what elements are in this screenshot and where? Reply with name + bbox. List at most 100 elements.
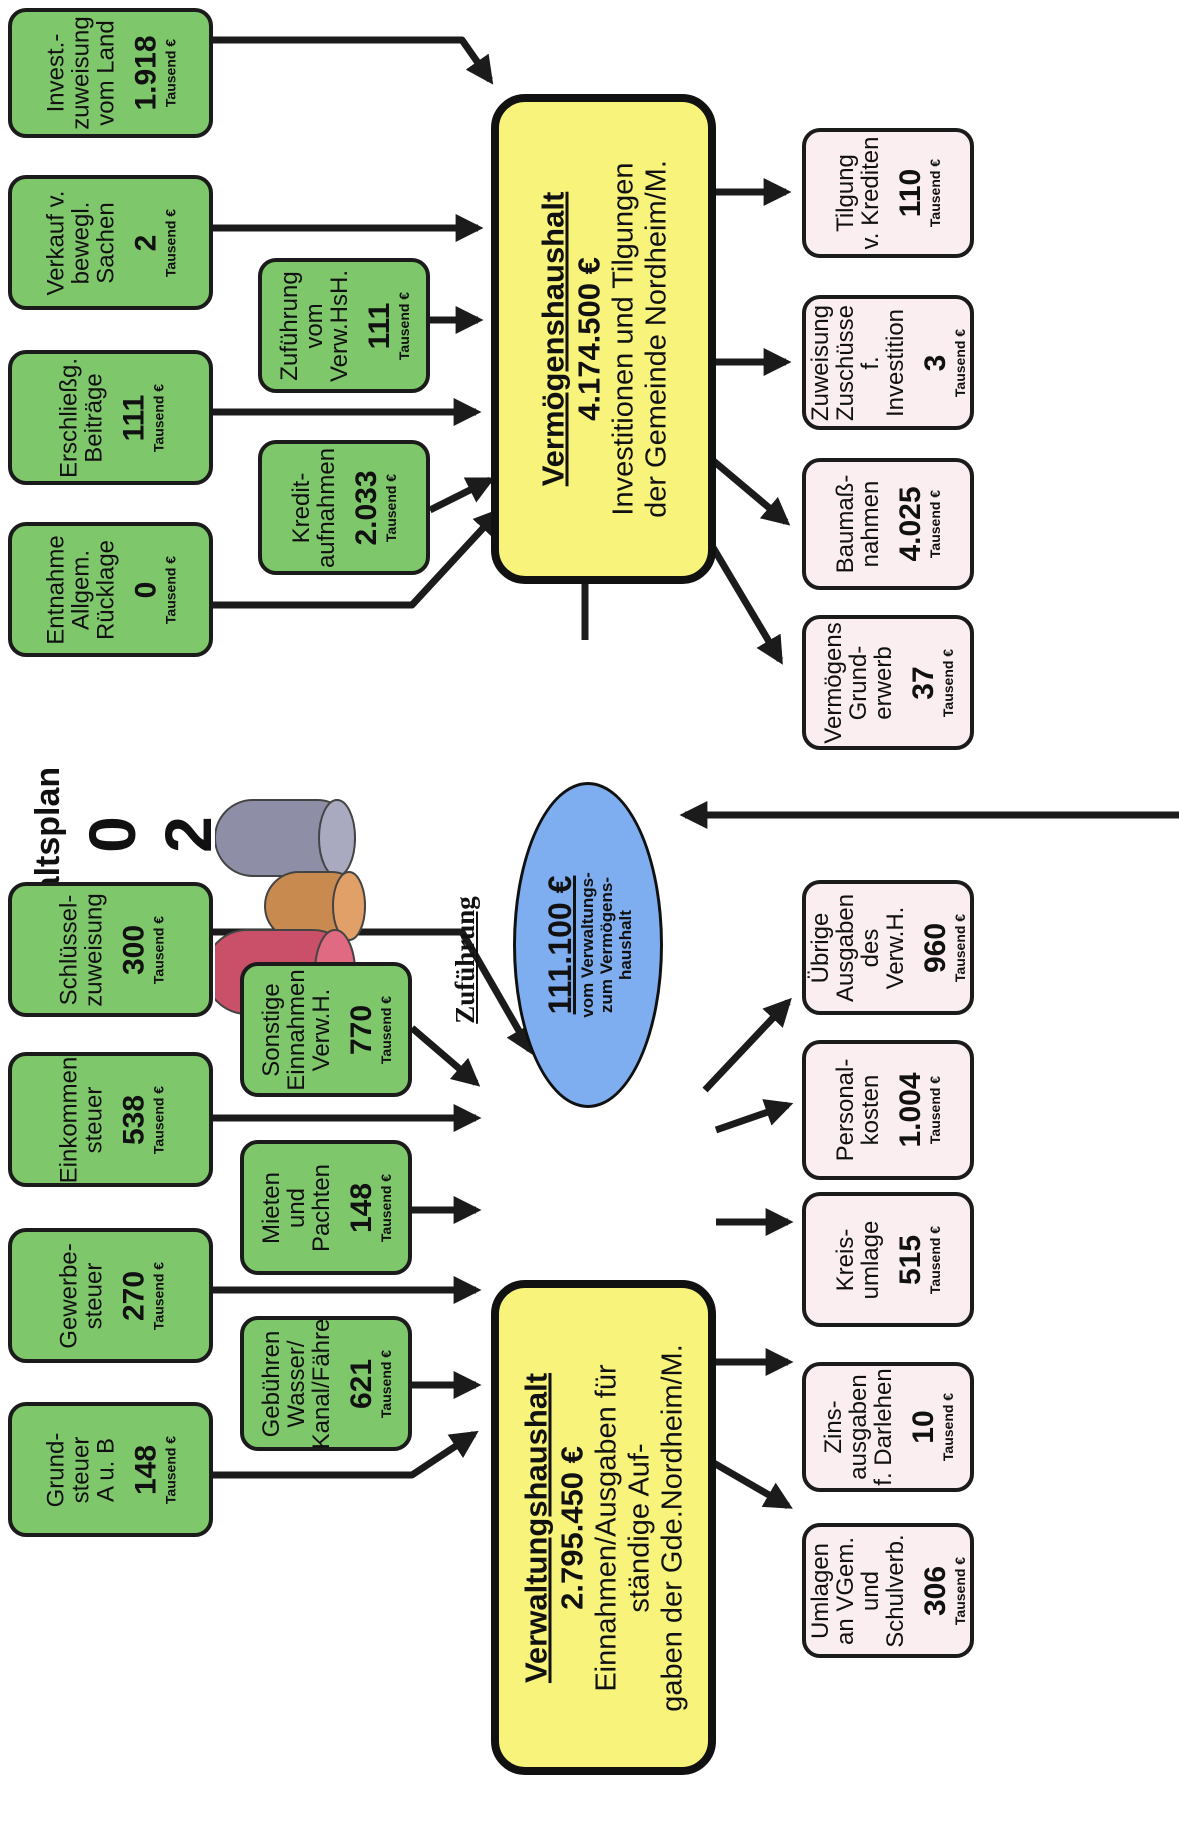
income-box-erschliessung: Erschließg. Beiträge 111 Tausend € <box>8 350 213 485</box>
expense-value: 1.004 <box>894 1072 927 1148</box>
expense-unit: Tausend € <box>927 1225 943 1294</box>
vermoegenshaushalt-value: 4.174.500 € <box>570 257 606 421</box>
flow-arrow-4 <box>428 476 496 514</box>
income-label: Entnahme Allgem. Rücklage <box>42 534 119 645</box>
expense-value: 515 <box>894 1234 927 1285</box>
income-label: Schlüssel- zuweisung <box>54 892 107 1007</box>
expense-unit: Tausend € <box>952 1556 968 1625</box>
expense-unit: Tausend € <box>927 158 943 228</box>
expense-label: Kreis- umlage <box>832 1220 884 1299</box>
income-value: 2 <box>129 234 162 251</box>
income-value: 2.033 <box>350 469 383 546</box>
transfer-oval: 111.100 € vom Verwaltungs- zum Vermögens… <box>513 782 663 1108</box>
income-unit: Tausend € <box>377 1173 394 1242</box>
expense-value: 37 <box>906 665 940 700</box>
flow-arrow-20 <box>714 1099 794 1134</box>
income-box-grundsteuer: Grund- steuer A u. B 148 Tausend € <box>8 1402 213 1537</box>
income-box-verkauf: Verkauf v. bewegl. Sachen 2 Tausend € <box>8 175 213 310</box>
expense-value: 960 <box>919 922 952 973</box>
expense-unit: Tausend € <box>927 489 943 559</box>
income-unit: Tausend € <box>377 1349 394 1418</box>
income-unit: Tausend € <box>383 473 399 542</box>
expense-value: 3 <box>919 354 952 371</box>
income-label: Mieten und Pachten <box>257 1163 335 1252</box>
expense-value: 4.025 <box>894 486 927 562</box>
income-unit: Tausend € <box>162 208 178 277</box>
expense-unit: Tausend € <box>952 328 968 397</box>
income-unit: Tausend € <box>149 383 166 452</box>
expense-value: 10 <box>906 1410 940 1444</box>
income-value: 0 <box>129 581 162 598</box>
expense-label: Baumaß- nahmen <box>832 474 884 574</box>
expense-value: 110 <box>894 168 927 218</box>
income-box-entnahme: Entnahme Allgem. Rücklage 0 Tausend € <box>8 522 213 657</box>
vermoegenshaushalt-desc: Investitionen und Tilgungen der Gemeinde… <box>606 160 672 518</box>
expense-label: Vermögens Grund- erwerb <box>819 621 897 744</box>
income-box-schluesselzuweisung: Schlüssel- zuweisung 300 Tausend € <box>8 882 213 1017</box>
income-value: 621 <box>344 1358 378 1409</box>
expense-label: Übrige Ausgaben des Verw.H. <box>807 893 909 1002</box>
income-label: Sonstige Einnahmen Verw.H. <box>257 968 335 1091</box>
income-box-sonstige: Sonstige Einnahmen Verw.H. 770 Tausend € <box>240 962 412 1097</box>
income-box-kredit: Kredit- aufnahmen 2.033 Tausend € <box>258 440 430 575</box>
income-label: Gewerbe- steuer <box>54 1242 107 1349</box>
income-value: 148 <box>129 1444 162 1495</box>
income-unit: Tausend € <box>377 995 394 1064</box>
income-label: Einkommen steuer <box>54 1056 107 1183</box>
verwaltungshaushalt-value: 2.795.450 € <box>554 1445 589 1610</box>
expense-label: Tilgung v. Krediten <box>832 136 884 250</box>
income-value: 1.918 <box>129 35 162 111</box>
flow-arrow-0 <box>213 36 494 85</box>
expense-box-uebrige: Übrige Ausgaben des Verw.H. 960 Tausend … <box>802 880 974 1015</box>
income-label: Verkauf v. bewegl. Sachen <box>42 190 119 295</box>
transfer-label: Zuführung <box>440 880 490 1040</box>
flow-arrow-13 <box>409 1025 481 1087</box>
income-box-gewerbesteuer: Gewerbe- steuer 270 Tausend € <box>8 1228 213 1363</box>
income-box-einkommensteuer: Einkommen steuer 538 Tausend € <box>8 1052 213 1187</box>
transfer-label-text: Zuführung <box>449 896 480 1024</box>
expense-label: Zins- ausgaben f. Darlehen <box>819 1368 897 1486</box>
expense-unit: Tausend € <box>927 1075 943 1145</box>
income-value: 111 <box>362 302 396 349</box>
expense-box-baumassnahmen: Baumaß- nahmen 4.025 Tausend € <box>802 458 974 590</box>
income-value: 300 <box>116 924 150 975</box>
flow-arrow-19 <box>702 997 792 1093</box>
income-unit: Tausend € <box>162 38 178 108</box>
income-value: 270 <box>116 1270 150 1321</box>
income-unit: Tausend € <box>149 1085 166 1154</box>
flow-arrow-18 <box>213 1430 479 1479</box>
income-unit: Tausend € <box>149 1261 166 1330</box>
income-label: Kredit- aufnahmen <box>288 447 340 568</box>
income-unit: Tausend € <box>162 1435 178 1504</box>
income-value: 111 <box>116 394 150 441</box>
income-value: 770 <box>344 1004 378 1055</box>
income-label: Invest.- zuweisung vom Land <box>42 16 119 130</box>
flow-arrow-5 <box>213 507 502 609</box>
coin-stack-gray <box>215 799 356 877</box>
expense-value: 306 <box>919 1565 952 1616</box>
income-label: Zuführung vom Verw.HsH. <box>275 269 353 382</box>
expense-box-grunderwerb: Vermögens Grund- erwerb 37 Tausend € <box>802 615 974 750</box>
verwaltungshaushalt-title: Verwaltungshaushalt <box>518 1372 553 1683</box>
flow-arrow-8 <box>707 455 791 526</box>
transfer-desc: vom Verwaltungs- zum Vermögens- haushalt <box>577 872 635 1018</box>
flow-arrow-23 <box>710 1458 793 1510</box>
income-box-zufuehrung: Zuführung vom Verw.HsH. 111 Tausend € <box>258 258 430 393</box>
income-value: 148 <box>344 1182 378 1233</box>
verwaltungshaushalt-box: Verwaltungshaushalt 2.795.450 € Einnahme… <box>491 1280 716 1775</box>
expense-box-umlagen: Umlagen an VGem. und Schulverb. 306 Taus… <box>802 1523 974 1658</box>
expense-box-tilgung: Tilgung v. Krediten 110 Tausend € <box>802 128 974 258</box>
expense-box-kreisumlage: Kreis- umlage 515 Tausend € <box>802 1192 974 1327</box>
income-box-gebuehren: Gebühren Wasser/ Kanal/Fähre 621 Tausend… <box>240 1316 412 1451</box>
vermoegenshaushalt-title: Vermögenshaushalt <box>534 191 570 487</box>
vermoegenshaushalt-box: Vermögenshaushalt 4.174.500 € Investitio… <box>491 94 716 584</box>
income-value: 538 <box>116 1094 150 1145</box>
transfer-value: 111.100 € <box>541 875 578 1015</box>
expense-label: Personal- kosten <box>832 1058 884 1162</box>
expense-unit: Tausend € <box>939 648 956 717</box>
income-unit: Tausend € <box>395 291 412 360</box>
expense-unit: Tausend € <box>939 1392 956 1462</box>
expense-box-personal: Personal- kosten 1.004 Tausend € <box>802 1040 974 1180</box>
expense-box-zinsausgaben: Zins- ausgaben f. Darlehen 10 Tausend € <box>802 1362 974 1492</box>
